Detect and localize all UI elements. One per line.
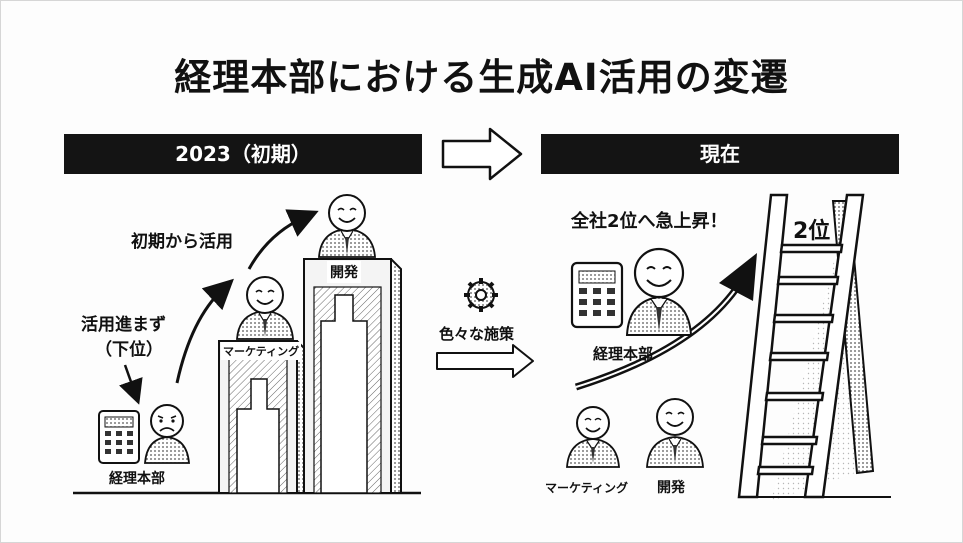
ladder-icon [737,193,891,501]
measures-arrow-icon [436,344,534,378]
marketing-building [218,340,308,494]
development-label-left: 開発 [327,261,361,283]
calculator-icon [570,261,624,329]
smile-face-icon [328,194,366,232]
header-banner-now: 現在 [541,134,899,174]
marketing-person-right [566,406,620,468]
smile-face-icon [576,406,610,440]
accounting-person-left [144,404,190,464]
smile-face-icon [656,398,694,436]
development-building [303,258,402,494]
early-use-label: 初期から活用 [131,232,233,252]
development-label-right: 開発 [657,480,685,496]
behind-label-line2: （下位） [95,340,163,360]
smile-face-icon [246,276,284,314]
page-title: 経理本部における生成AI活用の変遷 [174,56,789,99]
measures-label: 色々な施策 [439,325,515,343]
marketing-person-left [236,276,294,340]
rise-arrow-1-icon [175,278,234,384]
marketing-label-left: マーケティング [221,342,302,360]
accounting-label-left: 経理本部 [109,471,165,487]
down-arrow-icon [119,364,143,405]
sad-face-icon [150,404,184,438]
smile-face-icon [633,247,685,299]
accounting-person-right [625,247,693,336]
development-person-left [318,194,376,258]
transition-arrow-icon [441,127,523,181]
marketing-label-right: マーケティング [545,481,629,495]
accounting-label-right: 経理本部 [593,345,654,363]
rise-arrow-big-icon [574,253,757,391]
development-person-right [646,398,704,468]
rank-label: 2位 [793,219,831,244]
rise-arrow-2-icon [247,209,319,270]
header-banner-2023: 2023（初期） [64,134,422,174]
behind-label-line1: 活用進まず [81,315,166,335]
gear-icon [464,278,498,312]
headline-label: 全社2位へ急上昇！ [571,211,728,232]
calculator-icon [98,410,140,464]
